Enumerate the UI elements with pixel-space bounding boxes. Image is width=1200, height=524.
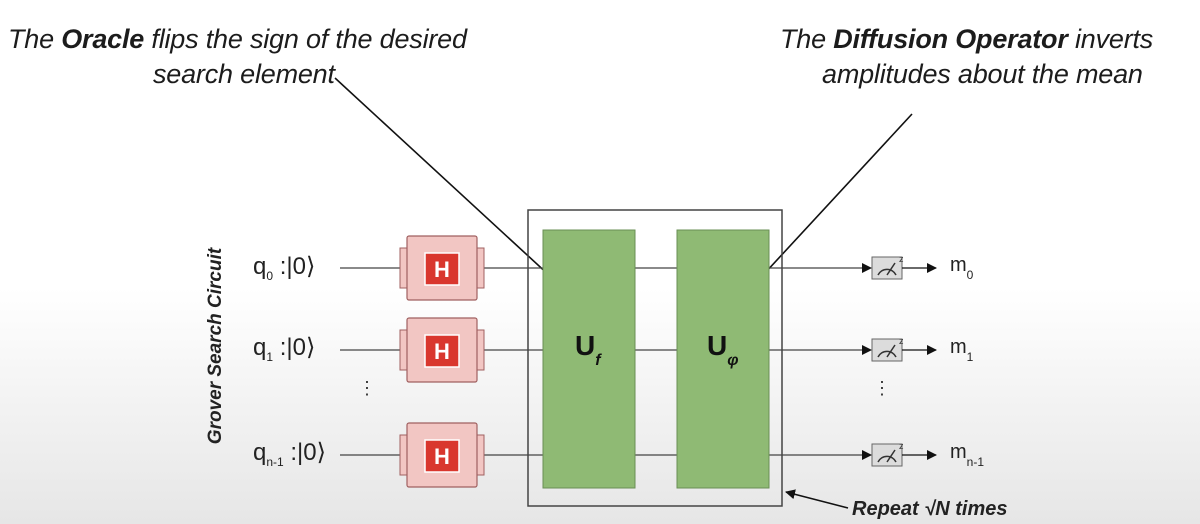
hadamard-gate-2 bbox=[399, 422, 485, 488]
qubit-ellipsis: ⋮ bbox=[358, 378, 376, 398]
diffusion-caption-line2: amplitudes about the mean bbox=[822, 59, 1143, 89]
qubit-label-2-state: :|0⟩ bbox=[283, 439, 326, 466]
repeat-arrow bbox=[785, 489, 849, 509]
output-label-2-sub: n-1 bbox=[966, 455, 985, 469]
qubit-label-0-name: q bbox=[253, 253, 267, 280]
oracle-caption-post: flips the sign of the desired bbox=[144, 24, 467, 54]
meter-z-label-2: z bbox=[899, 441, 904, 451]
hadamard-label-1: H bbox=[434, 339, 450, 364]
hadamard-gate-0 bbox=[399, 235, 485, 301]
diffusion-gate-sub: φ bbox=[727, 352, 739, 369]
diffusion-caption-post: inverts bbox=[1067, 24, 1154, 54]
qubit-label-1-sub: 1 bbox=[266, 350, 274, 364]
output-label-1-name: m bbox=[950, 336, 967, 358]
oracle-gate-symbol: U bbox=[575, 330, 596, 361]
qubit-label-1-state: :|0⟩ bbox=[273, 334, 316, 361]
repeat-box bbox=[527, 209, 783, 507]
circuit-side-label-text: Grover Search Circuit bbox=[205, 247, 226, 445]
meter-z-label-0: z bbox=[899, 254, 904, 264]
output-ellipsis: ⋮ bbox=[873, 378, 891, 398]
oracle-callout-arrow bbox=[334, 77, 577, 301]
measurement-meter-0 bbox=[871, 256, 903, 280]
qubit-label-2-name: q bbox=[253, 439, 267, 466]
oracle-gate-label: Uf bbox=[575, 330, 601, 370]
oracle-gate-sub: f bbox=[595, 352, 601, 369]
diffusion-caption-bold: Diffusion Operator bbox=[833, 24, 1068, 54]
oracle-caption: The Oracle flips the sign of the desired… bbox=[8, 22, 528, 92]
output-label-0-sub: 0 bbox=[966, 268, 974, 282]
qubit-label-1: q1 :|0⟩ bbox=[253, 333, 315, 364]
output-label-0: m0 bbox=[950, 254, 973, 282]
oracle-caption-pre: The bbox=[8, 24, 62, 54]
oracle-caption-bold: Oracle bbox=[61, 24, 145, 54]
qubit-label-0: q0 :|0⟩ bbox=[253, 252, 315, 283]
qubit-label-2: qn-1 :|0⟩ bbox=[253, 438, 326, 469]
output-arrows bbox=[902, 263, 937, 460]
oracle-caption-line2: search element bbox=[153, 59, 335, 89]
oracle-gate bbox=[542, 229, 636, 489]
hadamard-gate-1 bbox=[399, 317, 485, 383]
diffusion-gate bbox=[676, 229, 770, 489]
qubit-label-0-state: :|0⟩ bbox=[273, 253, 316, 280]
diffusion-gate-symbol: U bbox=[707, 330, 728, 361]
meter-z-label-1: z bbox=[899, 336, 904, 346]
repeat-label: Repeat √N times bbox=[852, 498, 1008, 520]
diffusion-gate-label: Uφ bbox=[707, 330, 739, 370]
hadamard-label-0: H bbox=[434, 257, 450, 282]
measurement-meter-1 bbox=[871, 338, 903, 362]
diffusion-caption-pre: The bbox=[780, 24, 834, 54]
output-label-2-name: m bbox=[950, 441, 967, 463]
measurement-meter-2 bbox=[871, 443, 903, 467]
output-label-0-name: m bbox=[950, 254, 967, 276]
meter-input-arrows bbox=[862, 263, 872, 460]
output-label-1: m1 bbox=[950, 336, 973, 364]
qubit-label-1-name: q bbox=[253, 334, 267, 361]
output-label-2: mn-1 bbox=[950, 441, 984, 469]
diffusion-caption: The Diffusion Operator inverts amplitude… bbox=[780, 22, 1200, 92]
qubit-label-0-sub: 0 bbox=[266, 269, 274, 283]
hadamard-label-2: H bbox=[434, 444, 450, 469]
output-label-1-sub: 1 bbox=[966, 350, 974, 364]
qubit-label-2-sub: n-1 bbox=[266, 455, 284, 469]
